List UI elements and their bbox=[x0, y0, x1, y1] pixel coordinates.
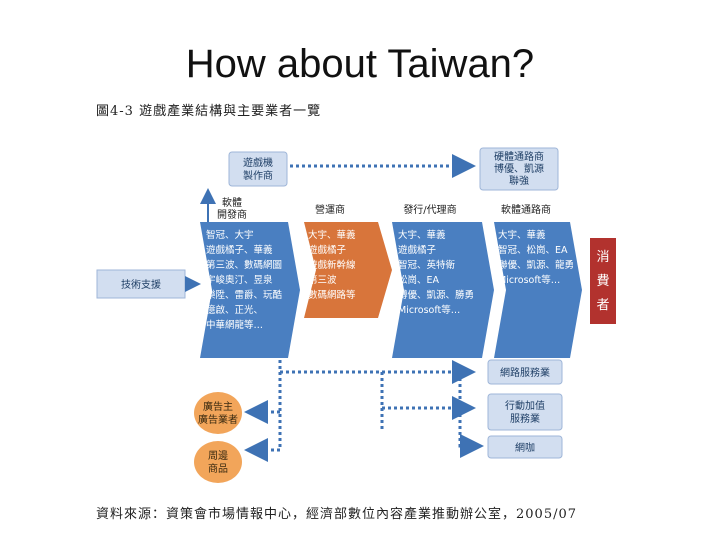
publisher-item: 遊戲橘子 bbox=[398, 244, 437, 256]
software-channel-list: 大宇、華義 智冠、松崗、EA 聯優、凱源、龍勇 Microsoft等… bbox=[498, 229, 574, 286]
console-maker-line-2: 製作商 bbox=[243, 169, 273, 182]
hw-channel-line-1: 硬體通路商 bbox=[494, 150, 544, 163]
hw-channel-line-2: 博優、凱源 bbox=[494, 162, 544, 175]
advertiser-line-2: 廣告業者 bbox=[198, 413, 238, 426]
publisher-item: Microsoft等… bbox=[398, 304, 460, 316]
operator-item: 遊戲橘子 bbox=[308, 244, 347, 256]
consumer-char: 消 bbox=[596, 250, 609, 265]
game-console-maker-box: 遊戲機 製作商 bbox=[228, 151, 288, 187]
mobile-service-line-2: 服務業 bbox=[510, 412, 540, 425]
console-maker-line-1: 遊戲機 bbox=[243, 156, 273, 169]
publisher-item: 智冠、英特衛 bbox=[398, 259, 456, 271]
merchandise-line-2: 商品 bbox=[208, 462, 228, 475]
flow-to-mobile bbox=[380, 372, 476, 420]
tech-support-label: 技術支援 bbox=[121, 278, 161, 291]
software-channel-header: 軟體通路商 bbox=[501, 203, 551, 216]
mobile-service-box: 行動加值 服務業 bbox=[487, 393, 563, 431]
internet-cafe-box: 網咖 bbox=[487, 435, 563, 459]
software-dev-list: 智冠、大宇 遊戲橘子、華義 第三波、數碼網圖 宇峻奧汀、昱泉 樂陞、雷爵、玩酷 … bbox=[206, 229, 283, 331]
merchandise-line-1: 周邊 bbox=[208, 449, 228, 462]
slide-title: How about Taiwan? bbox=[185, 42, 535, 86]
publisher-item: 博優、凱源、勝勇 bbox=[398, 289, 474, 301]
hardware-channel-box: 硬體通路商 博優、凱源 聯強 bbox=[479, 147, 559, 191]
publisher-chevron bbox=[392, 222, 494, 358]
software-channel-item: 智冠、松崗、EA bbox=[498, 244, 568, 256]
consumer-box: 消 費 者 bbox=[590, 238, 616, 324]
operator-item: 遊戲新幹線 bbox=[308, 259, 356, 271]
internet-service-label: 網路服務業 bbox=[500, 366, 550, 379]
operator-header: 營運商 bbox=[315, 203, 345, 216]
software-dev-item: 中華網龍等… bbox=[206, 319, 263, 331]
operator-item: 數碼網路等 bbox=[308, 289, 356, 301]
hw-channel-line-3: 聯強 bbox=[509, 174, 529, 187]
mobile-service-line-1: 行動加值 bbox=[505, 399, 545, 412]
publisher-item: 大宇、華義 bbox=[398, 229, 446, 241]
software-dev-item: 智冠、大宇 bbox=[206, 229, 254, 241]
source-note: 資料來源：資策會市場情報中心，經濟部數位內容產業推動辦公室，2005/07 bbox=[96, 507, 578, 522]
software-dev-item: 宇峻奧汀、昱泉 bbox=[206, 274, 273, 286]
flow-to-cafe bbox=[458, 372, 484, 458]
merchandise-oval: 周邊 商品 bbox=[194, 441, 242, 483]
consumer-char: 費 bbox=[596, 274, 609, 289]
publisher-list: 大宇、華義 遊戲橘子 智冠、英特衛 松崗、EA 博優、凱源、勝勇 Microso… bbox=[398, 229, 474, 316]
software-dev-item: 遊戲橘子、華義 bbox=[206, 244, 273, 256]
software-channel-chevron bbox=[494, 222, 582, 358]
software-dev-header-2: 開發商 bbox=[217, 208, 247, 221]
advertiser-line-1: 廣告主 bbox=[203, 400, 233, 413]
software-dev-header-1: 軟體 bbox=[222, 196, 242, 209]
software-channel-item: 聯優、凱源、龍勇 bbox=[498, 259, 574, 271]
internet-service-box: 網路服務業 bbox=[487, 359, 563, 385]
consumer-char: 者 bbox=[596, 298, 609, 313]
tech-support-box: 技術支援 bbox=[96, 269, 186, 299]
operator-item: 大宇、華義 bbox=[308, 229, 356, 241]
advertiser-oval: 廣告主 廣告業者 bbox=[194, 392, 242, 434]
software-channel-item: Microsoft等… bbox=[498, 274, 560, 286]
internet-cafe-label: 網咖 bbox=[515, 441, 535, 454]
software-dev-chevron bbox=[200, 222, 300, 358]
software-dev-item: 樂陞、雷爵、玩酷 bbox=[206, 289, 283, 301]
operator-item: 第三波 bbox=[308, 274, 337, 286]
figure-caption: 圖4-3 遊戲產業結構與主要業者一覽 bbox=[96, 104, 322, 119]
publisher-header: 發行/代理商 bbox=[403, 203, 456, 216]
operator-list: 大宇、華義 遊戲橘子 遊戲新幹線 第三波 數碼網路等 bbox=[308, 229, 356, 301]
software-dev-item: 億啟、正光、 bbox=[206, 304, 263, 316]
software-dev-item: 第三波、數碼網圖 bbox=[206, 259, 282, 271]
operator-chevron bbox=[304, 222, 392, 318]
software-channel-item: 大宇、華義 bbox=[498, 229, 546, 241]
publisher-item: 松崗、EA bbox=[398, 274, 440, 286]
